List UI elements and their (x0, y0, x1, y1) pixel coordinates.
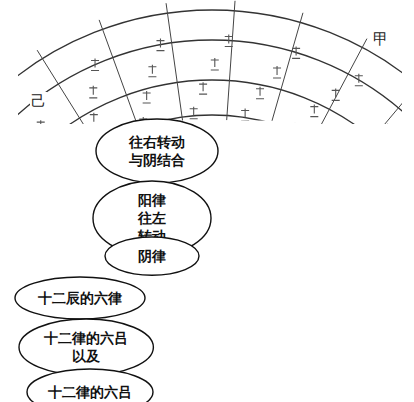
bubble-text: 往右转动 与阴结合 (125, 133, 189, 169)
speech-bubble: 往右转动 与阴结合 (95, 118, 219, 184)
chart-rings (18, 1, 402, 124)
bubble-outline (95, 118, 219, 184)
chart-glyph: 甲 (372, 30, 389, 49)
chart-glyph: 己 (30, 92, 47, 111)
speech-bubble: 十二律的六吕 以及 (18, 318, 154, 376)
speech-bubble: 十二律的六吕 (26, 368, 154, 402)
bubble-text: 十二律的六吕 以及 (40, 329, 132, 365)
bubble-outline (18, 318, 154, 376)
speech-bubble: 十二辰的六律 (14, 276, 146, 320)
bubble-text: 阴律 (138, 247, 166, 265)
bubble-text: 十二辰的六律 (38, 289, 122, 307)
bubble-text: 十二律的六吕 (48, 383, 132, 401)
speech-bubble: 阴律 (104, 236, 200, 276)
